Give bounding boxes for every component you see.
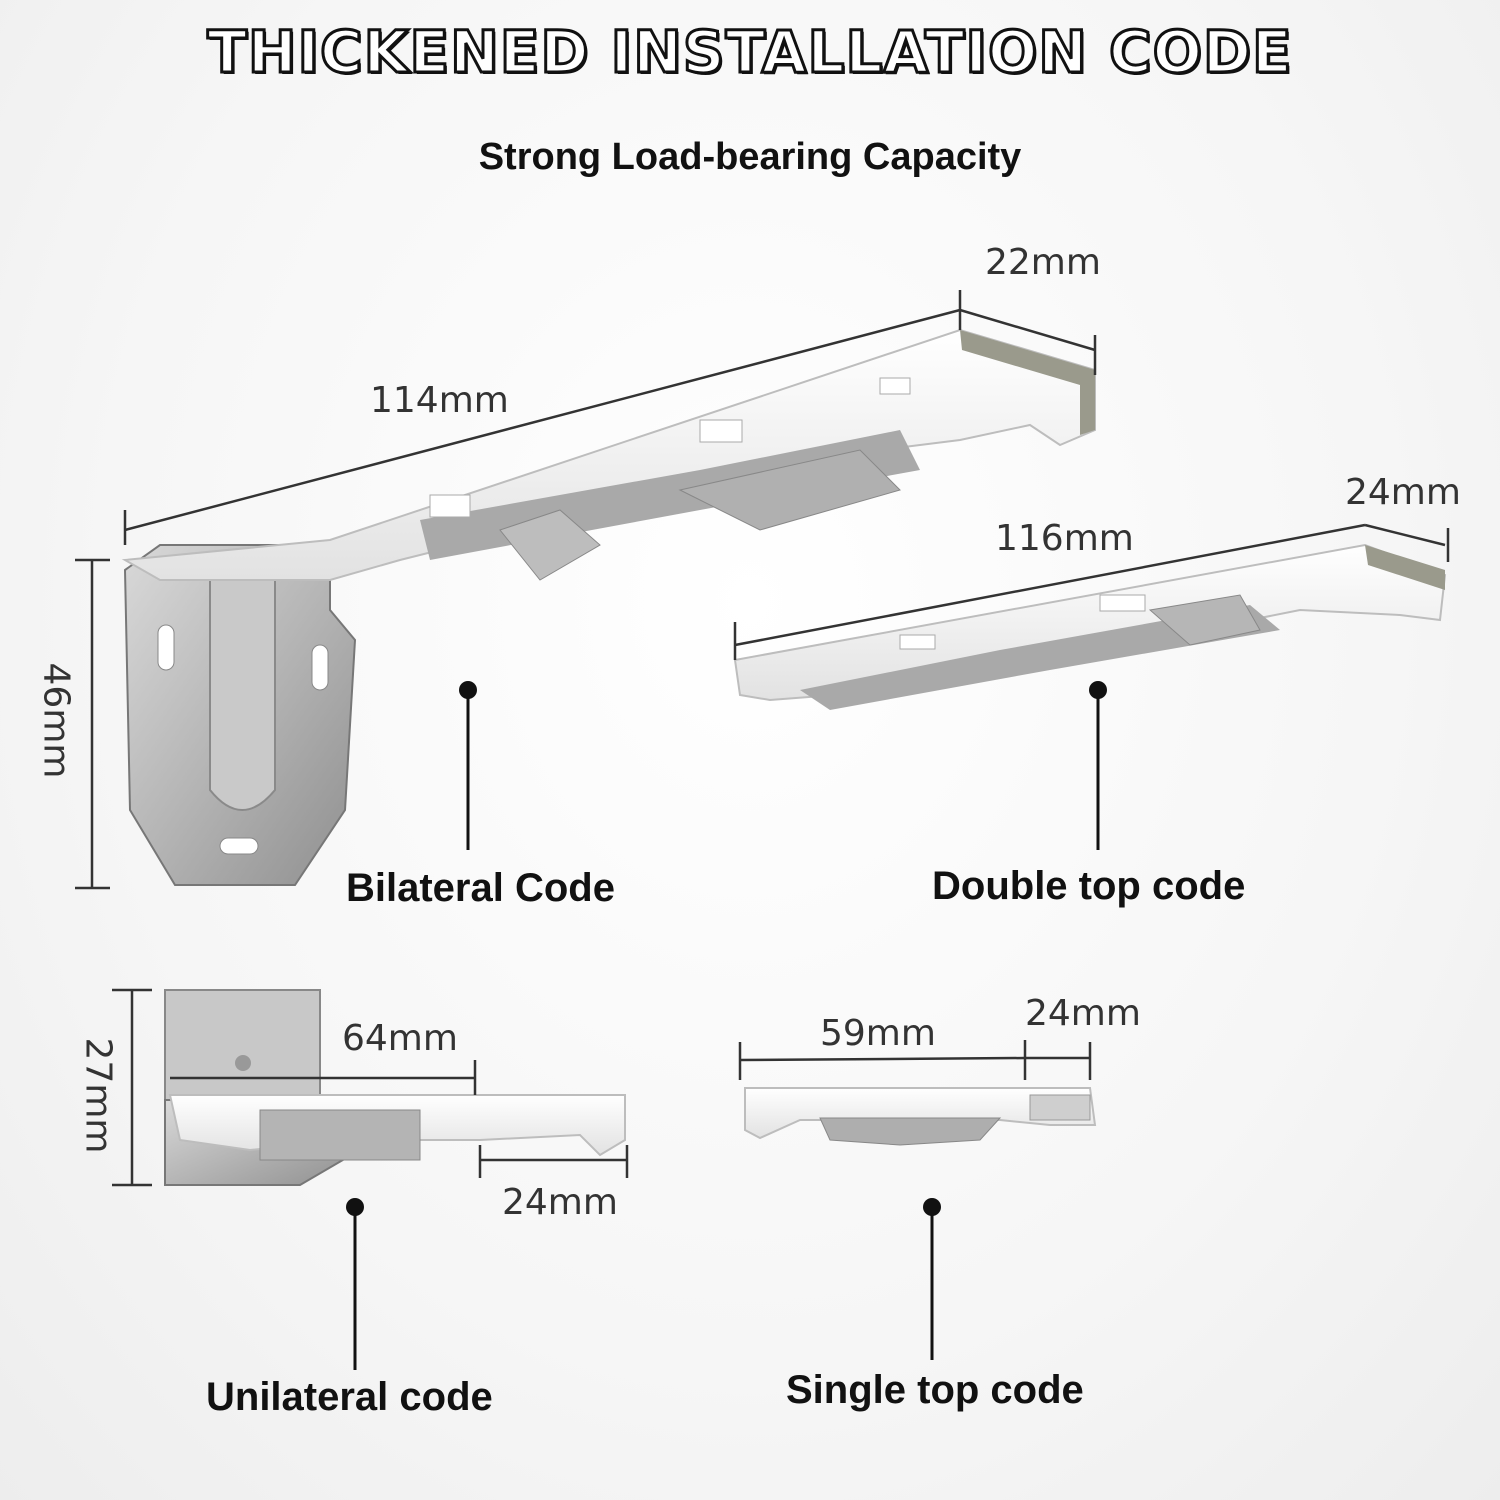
dim-bilateral-length: 114mm [370,380,509,421]
unilateral-pin [346,1198,364,1216]
dim-unilateral-height: 27mm [77,1037,119,1154]
double-top-pin [1089,681,1107,699]
label-single-top-code: Single top code [786,1368,1084,1412]
dimension-lines [75,290,1450,1187]
page-subtitle: Strong Load-bearing Capacity [478,136,1022,178]
callout-pins [346,681,1107,1370]
single-top-pin [923,1198,941,1216]
label-unilateral-code: Unilateral code [206,1375,493,1419]
bilateral-bracket [121,328,1096,886]
dim-double-top-width: 24mm [1345,472,1461,513]
dim-unilateral-length: 64mm [342,1018,458,1059]
dim-bilateral-width: 22mm [985,242,1101,283]
bilateral-pin [459,681,477,699]
label-bilateral-code: Bilateral Code [346,866,615,910]
page-title: THICKENED INSTALLATION CODE [206,17,1293,88]
double-top-bracket [733,543,1447,710]
dim-bilateral-height: 46mm [35,662,77,779]
unilateral-bracket [164,989,626,1186]
dim-unilateral-width: 24mm [502,1182,618,1223]
dim-single-top-length: 59mm [820,1013,936,1054]
single-top-bracket [744,1087,1097,1146]
dim-double-top-length: 116mm [995,518,1134,559]
dim-single-top-width: 24mm [1025,993,1141,1034]
label-double-top-code: Double top code [932,864,1246,908]
